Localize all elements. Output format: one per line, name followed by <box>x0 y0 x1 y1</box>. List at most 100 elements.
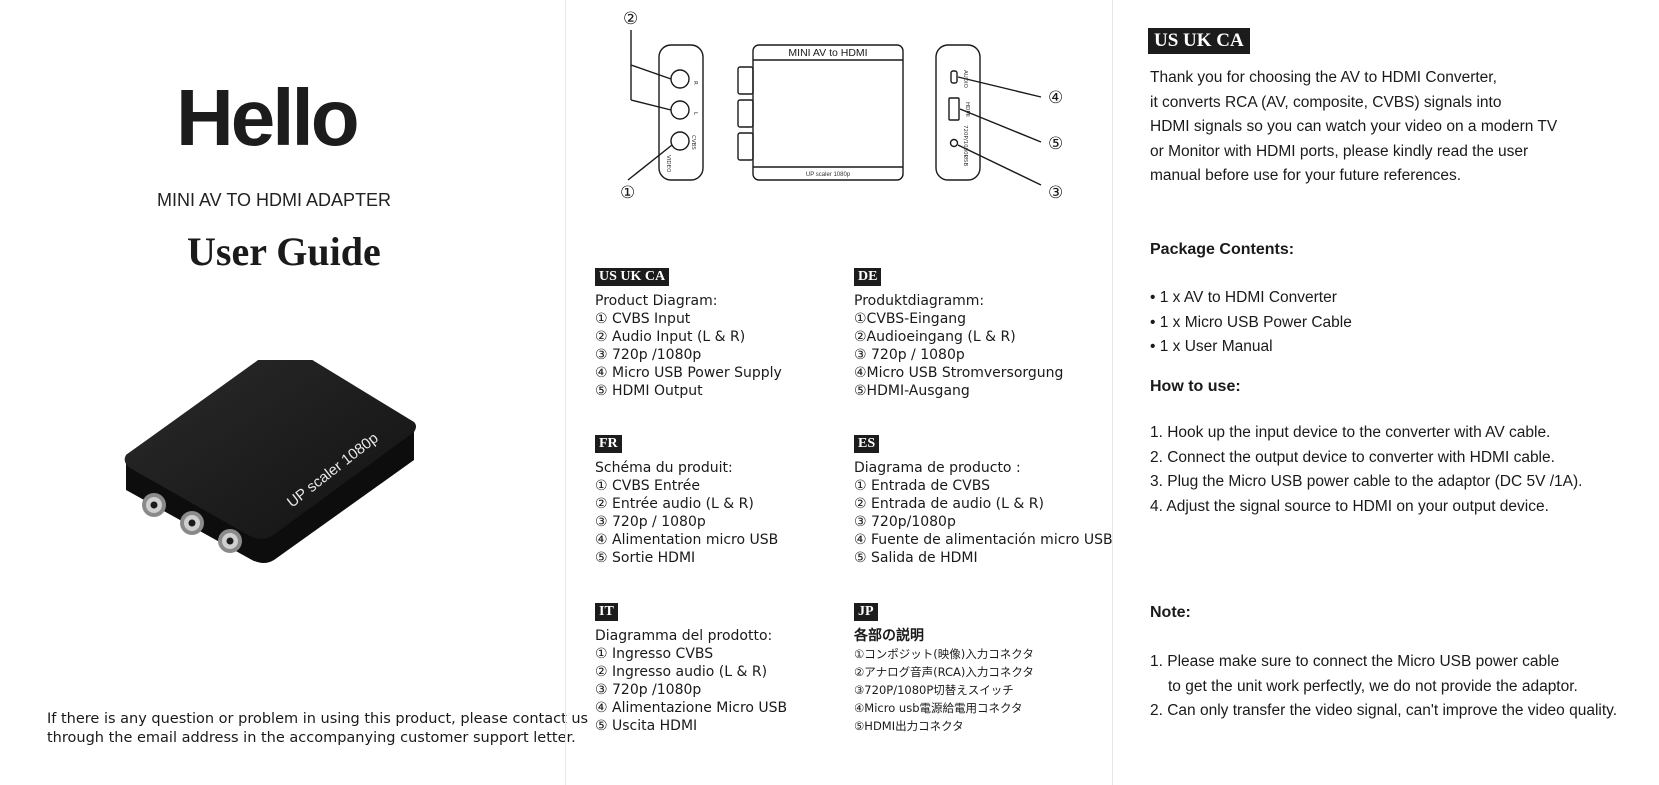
port-label: CVBS <box>690 135 696 150</box>
note-heading: Note: <box>1150 604 1191 621</box>
list-item: ①CVBS-Eingang <box>854 311 967 327</box>
lang-heading: 各部の説明 <box>854 628 924 644</box>
list-item: ③ 720p / 1080p <box>854 347 965 363</box>
list-item: ② Audio Input (L & R) <box>595 329 746 345</box>
fold-line <box>1112 0 1113 785</box>
list-item: ④Micro USB Stromversorgung <box>854 365 1064 381</box>
intro-line: manual before use for your future refere… <box>1150 167 1462 184</box>
hello-heading: Hello <box>176 73 360 162</box>
list-item: • 1 x Micro USB Power Cable <box>1150 313 1352 331</box>
port-label: AUDIO <box>962 70 968 89</box>
list-item: 2. Connect the output device to converte… <box>1150 448 1555 466</box>
lang-block-de: DE Produktdiagramm: ①CVBS-Eingang ②Audio… <box>854 265 1063 400</box>
list-item: ④ Fuente de alimentación micro USB <box>854 532 1113 548</box>
list-item: ① CVBS Input <box>595 311 691 327</box>
port-label: L <box>692 112 698 116</box>
intro-line: it converts RCA (AV, composite, CVBS) si… <box>1150 93 1502 111</box>
list-item: ④ Alimentation micro USB <box>595 532 779 548</box>
list-item: ③ 720p /1080p <box>595 347 702 363</box>
list-item: ③720P/1080P切替えスイッチ <box>854 683 1014 697</box>
list-item: ① Ingresso CVBS <box>595 646 714 662</box>
list-item: ④ Alimentazione Micro USB <box>595 700 788 716</box>
product-subtitle: MINI AV TO HDMI ADAPTER <box>157 190 392 210</box>
region-tag: US UK CA <box>1148 28 1250 54</box>
intro-line: HDMI signals so you can watch your video… <box>1150 118 1558 135</box>
adapter-device-image: UP scaler 1080p <box>124 360 416 563</box>
callout-1: ① <box>620 183 635 203</box>
list-item: ② Ingresso audio (L & R) <box>595 664 768 680</box>
list-item: ③ 720p /1080p <box>595 682 702 698</box>
list-item: ⑤ Uscita HDMI <box>595 718 698 734</box>
contact-line: through the email address in the accompa… <box>47 730 576 746</box>
lang-block-it: IT Diagramma del prodotto: ① Ingresso CV… <box>595 600 787 735</box>
list-item: ⑤HDMI出力コネクタ <box>854 719 964 733</box>
list-item: • 1 x User Manual <box>1150 338 1273 355</box>
list-item: ②Audioeingang (L & R) <box>854 329 1016 345</box>
callout-3: ③ <box>1048 183 1063 203</box>
list-item: ③ 720p/1080p <box>854 514 956 530</box>
port-label: USB <box>962 155 968 167</box>
fold-line <box>565 0 566 785</box>
list-item: to get the unit work perfectly, we do no… <box>1168 677 1578 695</box>
lang-block-us: US UK CA Product Diagram: ① CVBS Input ②… <box>595 265 782 400</box>
diagram-box-bottom-label: UP scaler 1080p <box>806 172 851 178</box>
rca-jack-icon <box>180 511 204 535</box>
intro-line: Thank you for choosing the AV to HDMI Co… <box>1150 69 1497 86</box>
lang-heading: Diagrama de producto : <box>854 460 1021 476</box>
lang-block-jp: JP 各部の説明 ①コンポジット(映像)入力コネクタ ②アナログ音声(RCA)入… <box>854 600 1034 735</box>
port-label: 720P/1080P <box>962 125 968 159</box>
port-label: VIDEO <box>665 155 671 173</box>
how-to-use-heading: How to use: <box>1150 378 1241 395</box>
lang-heading: Diagramma del prodotto: <box>595 628 773 644</box>
list-item: 4. Adjust the signal source to HDMI on y… <box>1150 497 1549 515</box>
lang-tag: FR <box>595 435 622 453</box>
port-label: R <box>692 81 698 85</box>
list-item: 2. Can only transfer the video signal, c… <box>1150 702 1618 719</box>
package-contents-heading: Package Contents: <box>1150 241 1295 258</box>
list-item: ③ 720p / 1080p <box>595 514 706 530</box>
list-item: ⑤ Sortie HDMI <box>595 550 696 566</box>
user-guide-title: User Guide <box>187 229 381 274</box>
list-item: ⑤HDMI-Ausgang <box>854 383 970 399</box>
list-item: ② Entrée audio (L & R) <box>595 496 754 512</box>
list-item: • 1 x AV to HDMI Converter <box>1150 289 1337 306</box>
rca-jack-icon <box>142 493 166 517</box>
diagram-panel: R L CVBS VIDEO AUDIO HDMI 720P/1080P USB… <box>566 0 1113 785</box>
port-label: HDMI <box>964 102 970 117</box>
list-item: ① Entrada de CVBS <box>854 478 991 494</box>
list-item: ②アナログ音声(RCA)入力コネクタ <box>854 665 1034 679</box>
note-list: 1. Please make sure to connect the Micro… <box>1150 650 1617 724</box>
package-contents-list: • 1 x AV to HDMI Converter • 1 x Micro U… <box>1150 286 1352 360</box>
list-item: ① CVBS Entrée <box>595 478 700 494</box>
intro-paragraph: Thank you for choosing the AV to HDMI Co… <box>1150 66 1557 189</box>
lang-tag: ES <box>854 435 880 453</box>
lang-heading: Product Diagram: <box>595 293 718 309</box>
list-item: ⑤ Salida de HDMI <box>854 550 978 566</box>
callout-4: ④ <box>1048 88 1063 108</box>
list-item: 3. Plug the Micro USB power cable to the… <box>1150 473 1583 490</box>
intro-line: or Monitor with HDMI ports, please kindl… <box>1150 142 1529 160</box>
contact-note: If there is any question or problem in u… <box>47 710 589 748</box>
how-to-use-list: 1. Hook up the input device to the conve… <box>1150 421 1583 519</box>
lang-tag: IT <box>595 603 618 621</box>
list-item: ①コンポジット(映像)入力コネクタ <box>854 647 1034 661</box>
lang-heading: Schéma du produit: <box>595 460 733 476</box>
rca-jack-icon <box>218 529 242 553</box>
lang-heading: Produktdiagramm: <box>854 293 985 309</box>
instructions-panel: US UK CA Thank you for choosing the AV t… <box>1113 0 1659 785</box>
product-diagram: R L CVBS VIDEO AUDIO HDMI 720P/1080P USB… <box>620 9 1063 203</box>
lang-tag: US UK CA <box>595 268 670 286</box>
list-item: 1. Hook up the input device to the conve… <box>1150 424 1551 441</box>
list-item: ② Entrada de audio (L & R) <box>854 496 1044 512</box>
callout-5: ⑤ <box>1048 134 1063 154</box>
list-item: 1. Please make sure to connect the Micro… <box>1150 653 1560 670</box>
callout-2: ② <box>623 9 638 29</box>
contact-line: If there is any question or problem in u… <box>47 711 589 727</box>
lang-tag: DE <box>854 268 882 286</box>
list-item: ④Micro usb電源給電用コネクタ <box>854 701 1023 715</box>
list-item: ⑤ HDMI Output <box>595 383 703 399</box>
list-item: ④ Micro USB Power Supply <box>595 365 782 381</box>
diagram-box-label: MINI AV to HDMI <box>788 47 867 59</box>
cover-panel: Hello MINI AV TO HDMI ADAPTER User Guide <box>0 0 589 785</box>
lang-block-fr: FR Schéma du produit: ① CVBS Entrée ② En… <box>595 432 778 567</box>
